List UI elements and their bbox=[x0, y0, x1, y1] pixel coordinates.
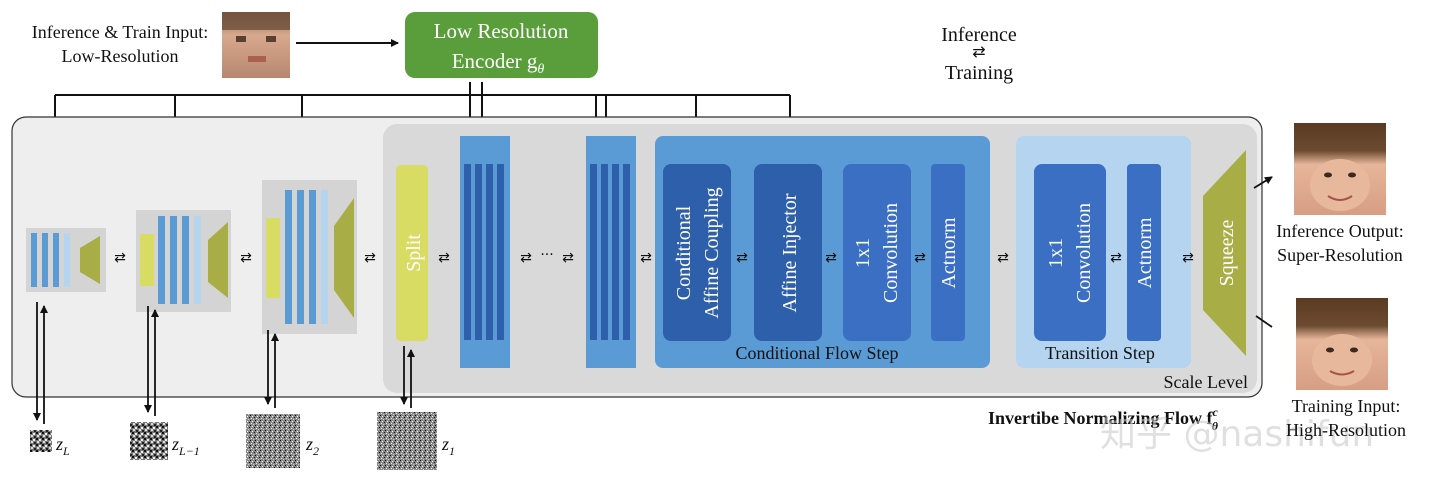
inference-output-line1: Inference Output: bbox=[1276, 221, 1403, 241]
encoder-line2: Encoder g bbox=[452, 49, 538, 73]
svg-text:Encoder gθ: Encoder gθ bbox=[452, 49, 545, 77]
svg-text:⇄: ⇄ bbox=[640, 250, 652, 266]
bidirectional-arrows: ⇄ ⇄ ⇄ ⇄ ⇄ ⇄ ⇄ ⇄ ⇄ ⇄ ⇄ ⇄ ⇄ bbox=[114, 250, 1194, 266]
watermark: 知乎 @nashifun bbox=[1100, 414, 1374, 455]
coupling-line2: Affine Coupling bbox=[701, 187, 723, 318]
latent-z2-label: z bbox=[305, 434, 313, 454]
scale-block-L1 bbox=[136, 210, 231, 312]
svg-text:⇄: ⇄ bbox=[825, 250, 837, 266]
affine-injector-block bbox=[754, 164, 822, 341]
training-input-line1: Training Input: bbox=[1292, 396, 1401, 416]
high-resolution-face-image bbox=[1296, 298, 1388, 390]
low-resolution-encoder: Low Resolution Encoder gθ bbox=[405, 12, 598, 78]
latent-z1-label: z bbox=[441, 434, 449, 454]
flow-step-stack-2 bbox=[586, 136, 636, 368]
conditional-affine-coupling-block bbox=[663, 164, 731, 341]
conditional-flow-step-label: Conditional Flow Step bbox=[735, 343, 898, 363]
super-resolution-face-image bbox=[1294, 123, 1386, 215]
legend-training: Training bbox=[945, 62, 1013, 84]
encoder-subscript: θ bbox=[537, 62, 544, 77]
svg-text:⇄: ⇄ bbox=[1182, 250, 1194, 266]
ellipsis: ··· bbox=[540, 247, 553, 263]
transition-actnorm-label: Actnorm bbox=[1134, 217, 1156, 289]
flow-title-sub: θ bbox=[1212, 419, 1219, 433]
svg-text:⇄: ⇄ bbox=[114, 250, 126, 266]
training-input-arrow bbox=[1255, 315, 1273, 328]
input-label-line2: Low-Resolution bbox=[62, 46, 179, 66]
latent-zL1-image bbox=[130, 422, 168, 460]
training-input-line2: High-Resolution bbox=[1286, 420, 1406, 440]
svg-text:⇄: ⇄ bbox=[736, 250, 748, 266]
latent-zL1-sub: L−1 bbox=[178, 444, 200, 458]
conv-line1: 1x1 bbox=[852, 238, 874, 268]
latent-zL1-label: z bbox=[171, 434, 179, 454]
low-resolution-face-image bbox=[222, 12, 290, 78]
scale-block-2 bbox=[262, 180, 357, 334]
affine-injector-label: Affine Injector bbox=[779, 193, 801, 312]
scale-block-L bbox=[26, 228, 106, 292]
conv-block bbox=[843, 164, 911, 341]
encoder-line1: Low Resolution bbox=[434, 19, 569, 43]
latent-zL-label: z bbox=[55, 434, 63, 454]
flow-title-sup: c bbox=[1212, 405, 1218, 419]
latent-z2-image bbox=[246, 414, 300, 468]
legend-arrows-icon: ⇄ bbox=[972, 42, 985, 61]
latent-z1-sub: 1 bbox=[449, 444, 455, 458]
inference-output-line2: Super-Resolution bbox=[1277, 245, 1403, 265]
svg-text:⇄: ⇄ bbox=[240, 250, 252, 266]
legend-inference: Inference bbox=[941, 24, 1017, 46]
split-block: Split bbox=[396, 165, 428, 341]
latent-z2-sub: 2 bbox=[313, 444, 319, 458]
actnorm-label: Actnorm bbox=[938, 217, 960, 289]
conv-line2: Convolution bbox=[880, 203, 902, 303]
svg-text:⇄: ⇄ bbox=[1110, 250, 1122, 266]
scale-level-label: Scale Level bbox=[1164, 372, 1248, 392]
svg-text:⇄: ⇄ bbox=[438, 250, 450, 266]
squeeze-block: Squeeze bbox=[1203, 150, 1246, 356]
input-label-line1: Inference & Train Input: bbox=[32, 22, 208, 42]
transition-step-label: Transition Step bbox=[1045, 343, 1155, 363]
svg-text:zL: zL bbox=[55, 434, 70, 458]
actnorm-block bbox=[931, 164, 965, 341]
svg-text:zL−1: zL−1 bbox=[171, 434, 200, 458]
output-arrow bbox=[1253, 176, 1273, 189]
transition-step: 1x1 Convolution Actnorm Transition Step bbox=[1016, 136, 1191, 368]
svg-text:⇄: ⇄ bbox=[997, 250, 1009, 266]
flow-title: Invertibe Normalizing Flow f bbox=[988, 408, 1213, 428]
svg-text:Invertibe Normalizing Flow fcθ: Invertibe Normalizing Flow fcθ bbox=[988, 405, 1219, 433]
split-label: Split bbox=[403, 234, 425, 272]
transition-conv-line2: Convolution bbox=[1073, 203, 1095, 303]
conditional-flow-step: Conditional Affine Coupling Affine Injec… bbox=[655, 136, 990, 368]
svg-text:⇄: ⇄ bbox=[914, 250, 926, 266]
latent-z1-image bbox=[377, 412, 437, 470]
flow-step-stack-1 bbox=[460, 136, 510, 368]
latent-zL-image bbox=[30, 430, 52, 452]
transition-actnorm-block bbox=[1127, 164, 1161, 341]
svg-text:z1: z1 bbox=[441, 434, 455, 458]
svg-text:⇄: ⇄ bbox=[562, 250, 574, 266]
svg-text:⇄: ⇄ bbox=[364, 250, 376, 266]
transition-conv-line1: 1x1 bbox=[1045, 238, 1067, 268]
latent-zL-sub: L bbox=[62, 444, 70, 458]
svg-text:⇄: ⇄ bbox=[520, 250, 532, 266]
svg-text:z2: z2 bbox=[305, 434, 319, 458]
transition-conv-block bbox=[1034, 164, 1106, 341]
coupling-line1: Conditional bbox=[673, 205, 695, 300]
latent-arrows bbox=[33, 302, 415, 424]
squeeze-label: Squeeze bbox=[1216, 220, 1238, 287]
